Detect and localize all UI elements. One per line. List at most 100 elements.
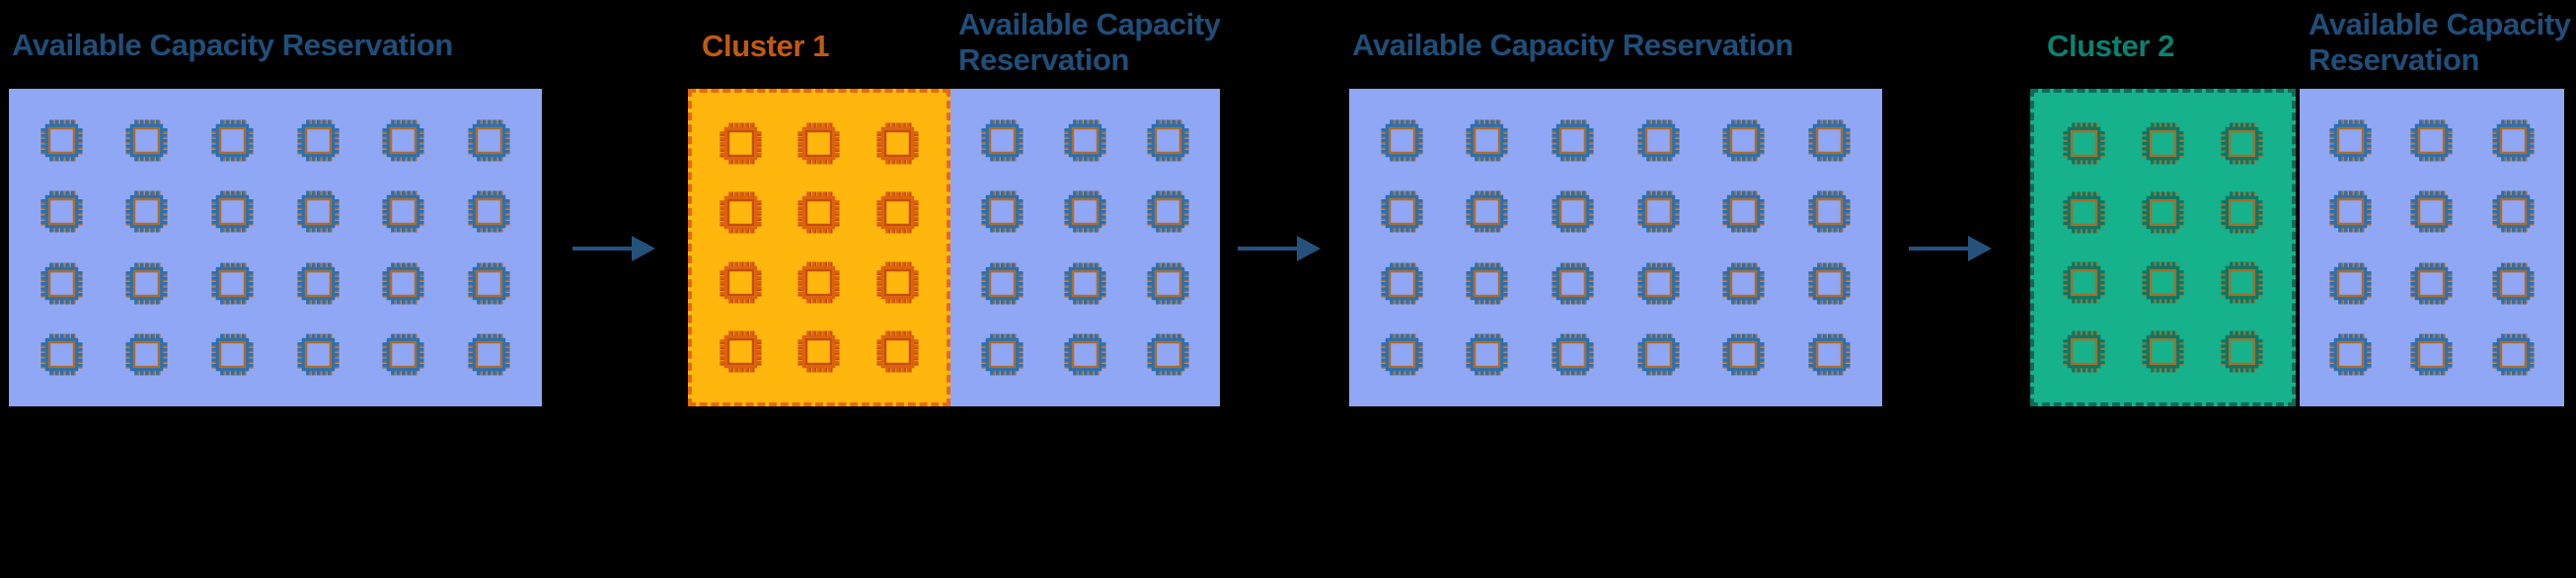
cpu-chip-icon — [2142, 330, 2184, 373]
cpu-chip-icon — [2410, 262, 2454, 305]
cpu-chip-icon — [1808, 119, 1851, 162]
reservation-complex-1: Available Capacity Reservation — [9, 0, 542, 406]
cpu-chip-icon — [125, 119, 169, 162]
cpu-chip-icon — [468, 119, 510, 162]
cluster-1-panel — [688, 89, 950, 406]
cpu-chip-icon — [2142, 122, 2184, 165]
cpu-chip-icon — [125, 333, 169, 376]
panel-row — [2030, 89, 2564, 406]
cpu-chip-icon — [2221, 122, 2263, 165]
cpu-chip-icon — [1064, 262, 1106, 305]
cpu-chip-icon — [40, 333, 83, 376]
cpu-chip-icon — [40, 262, 83, 305]
cpu-chip-icon — [981, 119, 1023, 162]
panel-title-available-capacity-reservation: Available Capacity Reservation — [958, 7, 1221, 77]
cpu-chip-icon — [1637, 190, 1680, 233]
cpu-chip-icon — [2410, 333, 2454, 376]
panel-row — [688, 89, 1220, 406]
cpu-chip-icon — [2221, 330, 2263, 373]
cpu-chip-icon — [1722, 190, 1766, 233]
cpu-chip-icon — [720, 122, 762, 165]
panel-title-cluster-1: Cluster 1 — [702, 29, 830, 63]
cpu-chip-icon — [1064, 333, 1106, 376]
cpu-chip-icon — [1064, 119, 1106, 162]
cpu-chip-icon — [2492, 119, 2535, 162]
cpu-chip-icon — [981, 190, 1023, 233]
cpu-chip-icon — [211, 333, 254, 376]
cpu-chip-icon — [2063, 122, 2105, 165]
cpu-chip-icon — [1381, 262, 1423, 305]
cpu-chip-icon — [2410, 190, 2454, 233]
cpu-chip-icon — [1552, 262, 1594, 305]
cpu-chip-icon — [1637, 333, 1680, 376]
cpu-chip-icon — [1147, 262, 1189, 305]
cpu-chip-icon — [1064, 190, 1106, 233]
cpu-chip-icon — [2329, 119, 2372, 162]
cpu-chip-icon — [1552, 190, 1594, 233]
cpu-chip-icon — [2492, 262, 2535, 305]
cpu-chip-icon — [1808, 333, 1851, 376]
cpu-chip-icon — [468, 333, 510, 376]
cpu-chip-icon — [2221, 191, 2263, 234]
cpu-chip-icon — [1722, 333, 1766, 376]
cpu-chip-icon — [981, 262, 1023, 305]
cpu-chip-icon — [211, 119, 254, 162]
right-arrow-icon — [1909, 236, 1992, 261]
cpu-chip-icon — [1808, 190, 1851, 233]
cpu-chip-icon — [1466, 190, 1509, 233]
cpu-chip-icon — [1637, 119, 1680, 162]
panel-row — [1349, 89, 1882, 406]
cpu-chip-icon — [1381, 190, 1423, 233]
cpu-chip-icon — [720, 191, 762, 234]
cpu-chip-icon — [1466, 333, 1509, 376]
cpu-chip-icon — [211, 262, 254, 305]
right-arrow-icon — [1238, 236, 1321, 261]
cpu-chip-icon — [1147, 119, 1189, 162]
cpu-chip-icon — [125, 190, 169, 233]
cpu-chip-icon — [211, 190, 254, 233]
cpu-chip-icon — [2410, 119, 2454, 162]
cluster1-complex: Cluster 1 Available Capacity Reservation — [688, 0, 1221, 406]
cpu-chip-icon — [2063, 330, 2105, 373]
cpu-chip-icon — [876, 122, 919, 165]
reservation-complex-2: Available Capacity Reservation — [1349, 0, 1882, 406]
available-capacity-reservation-panel — [950, 89, 1220, 406]
cpu-chip-icon — [2492, 190, 2535, 233]
cpu-chip-icon — [1466, 119, 1509, 162]
cpu-chip-icon — [1637, 262, 1680, 305]
cpu-chip-icon — [797, 330, 841, 373]
cpu-chip-icon — [468, 262, 510, 305]
cpu-chip-icon — [1147, 333, 1189, 376]
cpu-chip-icon — [1381, 333, 1423, 376]
panel-title-available-capacity-reservation: Available Capacity Reservation — [2309, 7, 2571, 77]
cpu-chip-icon — [1552, 333, 1594, 376]
cpu-chip-icon — [797, 261, 841, 304]
cpu-chip-icon — [876, 261, 919, 304]
available-capacity-reservation-panel — [2300, 89, 2564, 406]
cpu-chip-icon — [876, 191, 919, 234]
cpu-chip-icon — [2329, 262, 2372, 305]
cluster2-complex: Cluster 2 Available Capacity Reservation — [2030, 0, 2571, 406]
cpu-chip-icon — [1381, 119, 1423, 162]
cpu-chip-icon — [125, 262, 169, 305]
cpu-chip-icon — [876, 330, 919, 373]
cpu-chip-icon — [2329, 333, 2372, 376]
cpu-chip-icon — [2142, 261, 2184, 304]
panel-row — [9, 89, 542, 406]
cpu-chip-icon — [2221, 261, 2263, 304]
cpu-chip-icon — [1808, 262, 1851, 305]
panel-title-available-capacity-reservation: Available Capacity Reservation — [12, 28, 453, 62]
cpu-chip-icon — [2492, 333, 2535, 376]
cpu-chip-icon — [382, 333, 425, 376]
right-arrow-icon — [572, 236, 655, 261]
cpu-chip-icon — [797, 122, 841, 165]
cpu-chip-icon — [297, 333, 340, 376]
cpu-chip-icon — [2142, 191, 2184, 234]
cpu-chip-icon — [720, 261, 762, 304]
panel-title-available-capacity-reservation: Available Capacity Reservation — [1352, 28, 1793, 62]
cpu-chip-icon — [382, 262, 425, 305]
cpu-chip-icon — [40, 119, 83, 162]
cpu-chip-icon — [2063, 261, 2105, 304]
available-capacity-reservation-panel — [9, 89, 542, 406]
